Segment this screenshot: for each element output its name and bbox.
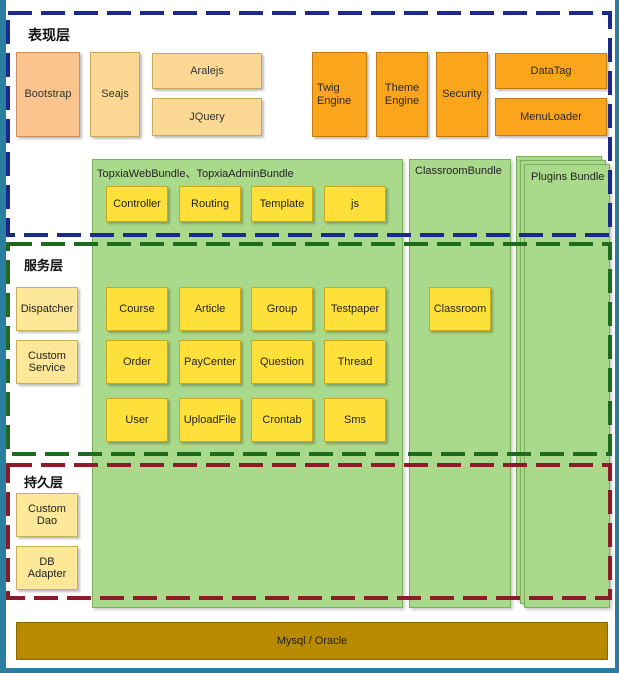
- uploadfile-box: UploadFile: [179, 398, 241, 442]
- routing-box: Routing: [179, 186, 241, 222]
- theme-engine-box: Theme Engine: [376, 52, 428, 137]
- custom-dao-box: Custom Dao: [16, 493, 78, 537]
- service-layer-border: [6, 242, 612, 456]
- aralejs-box: Aralejs: [152, 53, 262, 89]
- crontab-box: Crontab: [251, 398, 313, 442]
- order-box: Order: [106, 340, 168, 384]
- classroom-bundle-label: ClassroomBundle: [415, 165, 502, 177]
- group-box: Group: [251, 287, 313, 331]
- persistence-layer-border: [6, 463, 612, 600]
- paycenter-box: PayCenter: [179, 340, 241, 384]
- course-box: Course: [106, 287, 168, 331]
- menuloader-box: MenuLoader: [495, 98, 607, 136]
- thread-box: Thread: [324, 340, 386, 384]
- plugins-bundle-label: Plugins Bundle: [531, 171, 605, 183]
- seajs-box: Seajs: [90, 52, 140, 137]
- presentation-layer-title: 表现层: [28, 27, 70, 43]
- twig-engine-box: Twig Engine: [312, 52, 367, 137]
- bootstrap-box: Bootstrap: [16, 52, 80, 137]
- template-box: Template: [251, 186, 313, 222]
- classroom-box: Classroom: [429, 287, 491, 331]
- jquery-box: JQuery: [152, 98, 262, 136]
- controller-box: Controller: [106, 186, 168, 222]
- article-box: Article: [179, 287, 241, 331]
- testpaper-box: Testpaper: [324, 287, 386, 331]
- sms-box: Sms: [324, 398, 386, 442]
- custom-service-box: Custom Service: [16, 340, 78, 384]
- dispatcher-box: Dispatcher: [16, 287, 78, 331]
- persistence-layer-title: 持久层: [24, 475, 64, 490]
- js-box: js: [324, 186, 386, 222]
- topxia-bundle-label: TopxiaWebBundle、TopxiaAdminBundle: [97, 168, 294, 180]
- frame-right-edge: [615, 0, 619, 673]
- security-box: Security: [436, 52, 488, 137]
- user-box: User: [106, 398, 168, 442]
- database-bar: Mysql / Oracle: [16, 622, 608, 660]
- datatag-box: DataTag: [495, 53, 607, 89]
- plugins-bundle: Plugins Bundle: [524, 164, 610, 608]
- service-layer-title: 服务层: [24, 258, 64, 273]
- db-adapter-box: DB Adapter: [16, 546, 78, 590]
- frame-bottom-edge: [0, 668, 619, 673]
- presentation-layer-border: [6, 11, 612, 237]
- question-box: Question: [251, 340, 313, 384]
- frame-left-edge: [0, 0, 6, 673]
